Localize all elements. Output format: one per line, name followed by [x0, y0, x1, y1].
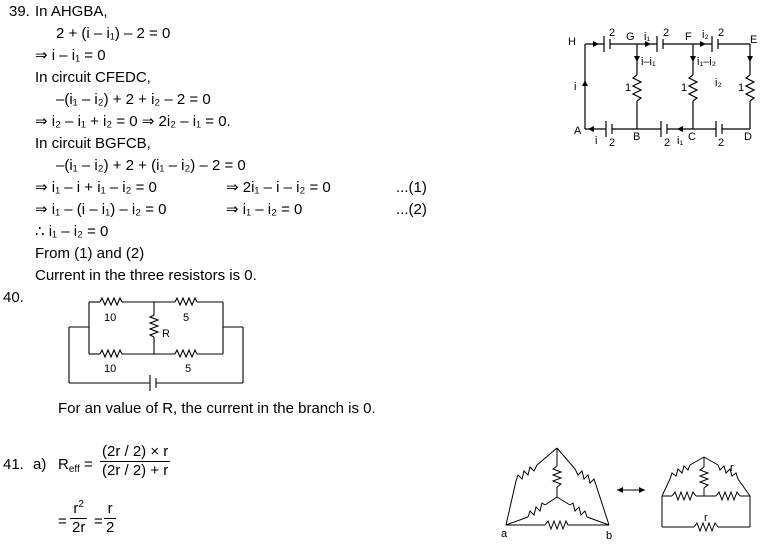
- q41-fraction-2: r2 2r: [70, 500, 88, 537]
- node-h: H: [568, 36, 576, 48]
- resistor-r-label: r: [704, 512, 708, 524]
- current-label: i₁–i₂: [697, 56, 716, 68]
- q39-number: 39.: [9, 3, 30, 20]
- q39-conclusion: Current in the three resistors is 0.: [35, 267, 257, 284]
- fraction-1-denominator: (2r / 2) + r: [102, 462, 169, 479]
- q40-statement: For an value of R, the current in the br…: [58, 400, 376, 417]
- current-label: i₂: [702, 29, 709, 41]
- q39-therefore: ∴ i₁ – i₂ = 0: [35, 223, 109, 240]
- current-label: i₁: [677, 135, 683, 147]
- node-a-label: a: [501, 528, 508, 540]
- current-label: i₁: [644, 31, 650, 43]
- fraction-3-numerator: r: [104, 500, 117, 519]
- q39-eq2-tag: ...(2): [396, 201, 427, 218]
- battery-label: 2: [609, 27, 615, 39]
- q40-circuit-diagram: 10 5 10 5 R: [68, 296, 244, 391]
- q40-number: 40.: [3, 289, 24, 306]
- q39-eq1-right: ⇒ 2i₁ – i – i₂ = 0: [226, 179, 331, 196]
- current-label: i: [574, 81, 576, 93]
- resistor-label-5-bottom: 5: [185, 363, 191, 375]
- reff-symbol: R: [58, 456, 69, 473]
- q39-line-1: In AHGBA,: [35, 3, 108, 20]
- resistor-label: 1: [738, 82, 744, 94]
- node-c: C: [688, 131, 696, 143]
- q39-eq1-tag: ...(1): [396, 179, 427, 196]
- resistor-r-label: r: [730, 462, 734, 474]
- battery-label: 2: [718, 137, 724, 149]
- q39-line-7: In circuit BGFCB,: [35, 135, 151, 152]
- q39-line-3: ⇒ i – i₁ = 0: [35, 47, 106, 64]
- fraction-2-numerator: r2: [70, 500, 88, 519]
- q41-reff: Reff =: [58, 456, 93, 475]
- resistor-label-5-top: 5: [183, 312, 189, 324]
- q41-equals-1: =: [58, 513, 67, 530]
- battery-label: 2: [664, 137, 670, 149]
- node-d: D: [744, 131, 752, 143]
- node-b-label: b: [606, 530, 612, 542]
- q39-eq2-left: ⇒ i₁ – (i – i₁) – i₂ = 0: [35, 201, 167, 218]
- q39-eq1-left: ⇒ i₁ – i + i₁ – i₂ = 0: [35, 179, 157, 196]
- q41-fraction-3: r 2: [104, 500, 117, 537]
- q41-fraction-1: (2r / 2) × r (2r / 2) + r: [100, 443, 171, 480]
- resistor-label-r: R: [162, 328, 170, 340]
- reff-subscript: eff: [68, 464, 80, 475]
- node-e: E: [750, 34, 757, 46]
- node-g: G: [626, 31, 635, 43]
- fraction-1-numerator: (2r / 2) × r: [100, 443, 171, 462]
- battery-label: 2: [718, 27, 724, 39]
- q39-line-5: –(i₁ – i₂) + 2 + i₂ – 2 = 0: [56, 91, 211, 108]
- fraction-2-denominator: 2r: [72, 519, 86, 536]
- q41-network-diagram: a b r r: [501, 447, 751, 542]
- node-a: A: [574, 125, 582, 137]
- resistor-label-10-top: 10: [104, 312, 116, 324]
- battery-label: 2: [663, 27, 669, 39]
- current-label: i₂: [715, 77, 722, 89]
- resistor-label-10-bottom: 10: [104, 363, 116, 375]
- current-label: i: [595, 135, 597, 147]
- q41-number: 41.: [3, 456, 24, 473]
- q39-circuit-diagram: H G F E A B C D 2 2 2 2 2 2 1 1 1 i i₁ i…: [568, 27, 757, 149]
- fraction-3-denominator: 2: [106, 519, 115, 536]
- q39-line-6: ⇒ i₂ – i₁ + i₂ = 0 ⇒ 2i₂ – i₁ = 0.: [35, 113, 231, 130]
- node-f: F: [685, 31, 692, 43]
- current-label: i–i₁: [641, 56, 656, 68]
- resistor-label: 1: [681, 82, 687, 94]
- q39-eq2-right: ⇒ i₁ – i₂ = 0: [226, 201, 303, 218]
- q41-equals-2: =: [94, 513, 103, 530]
- q39-line-4: In circuit CFEDC,: [35, 69, 151, 86]
- q39-line-8: –(i₁ – i₂) + 2 + (i₁ – i₂) – 2 = 0: [56, 157, 246, 174]
- node-b: B: [633, 131, 640, 143]
- q41-part: a): [33, 456, 47, 473]
- q39-from: From (1) and (2): [35, 245, 145, 262]
- resistor-label: 1: [625, 82, 631, 94]
- q39-line-2: 2 + (i – i₁) – 2 = 0: [56, 25, 171, 42]
- battery-label: 2: [609, 137, 615, 149]
